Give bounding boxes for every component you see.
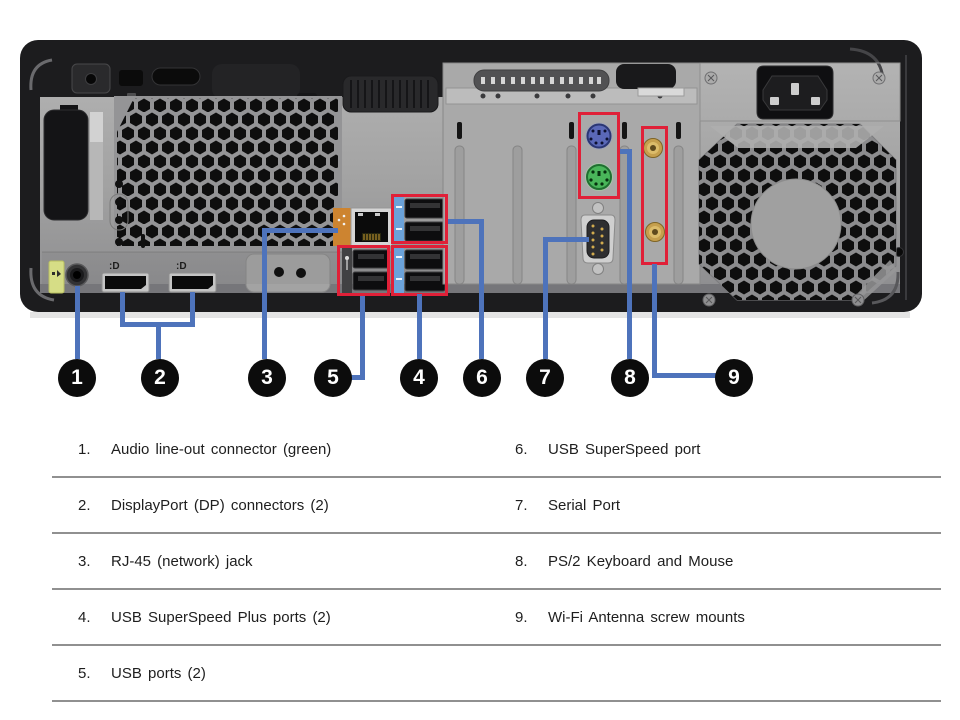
legend-label: DisplayPort (DP) connectors (2) <box>111 496 329 514</box>
callout-line-4 <box>417 294 422 359</box>
usb-black-tab <box>342 248 352 293</box>
legend-label: Wi-Fi Antenna screw mounts <box>548 608 745 626</box>
chassis-screws <box>702 71 886 307</box>
legend-num: 1. <box>78 440 91 458</box>
callout-badge-1: 1 <box>58 359 96 397</box>
security-lock-slot <box>119 70 143 86</box>
legend-table: 1. Audio line-out connector (green) 6. U… <box>52 422 941 702</box>
callout-line-9-h <box>652 373 716 378</box>
fan-grille <box>698 123 897 303</box>
callout-line-3-v <box>262 228 267 359</box>
callout-line-3-h <box>262 228 338 233</box>
callout-line-8-h <box>620 149 632 154</box>
legend-label: USB SuperSpeed Plus ports (2) <box>111 608 331 626</box>
callout-badge-5: 5 <box>314 359 352 397</box>
slot-covers <box>454 122 684 285</box>
ps2-ports <box>585 122 613 191</box>
callout-badge-4: 4 <box>400 359 438 397</box>
callout-badge-2: 2 <box>141 359 179 397</box>
legend-item-serial: 7. Serial Port <box>490 497 941 514</box>
callout-badge-3: 3 <box>248 359 286 397</box>
usb-superspeed-plus-ports <box>394 248 446 293</box>
rj45-label-orange <box>333 208 351 246</box>
legend-item-displayport: 2. DisplayPort (DP) connectors (2) <box>52 497 490 514</box>
legend-label: RJ-45 (network) jack <box>111 552 253 570</box>
callout-line-2-right <box>190 292 195 326</box>
antenna-screw-mounts <box>643 138 665 242</box>
callout-line-5-v <box>360 296 365 380</box>
legend-num: 5. <box>78 664 91 682</box>
callout-line-2-stem <box>156 326 161 359</box>
legend-label: Serial Port <box>548 496 621 514</box>
thumb-latch <box>342 75 439 113</box>
legend-item-audio: 1. Audio line-out connector (green) <box>52 441 490 458</box>
usb-blue-tab <box>394 197 404 243</box>
callout-line-6-h <box>448 219 484 224</box>
legend-label: PS/2 Keyboard and Mouse <box>548 552 734 570</box>
callout-badge-7: 7 <box>526 359 564 397</box>
legend-label: USB SuperSpeed port <box>548 440 701 458</box>
computer-rear-photo: :D :D <box>20 40 922 318</box>
legend-num: 9. <box>515 608 528 626</box>
legend-label: Audio line-out connector (green) <box>111 440 332 458</box>
legend-row: 1. Audio line-out connector (green) 6. U… <box>52 422 941 478</box>
callout-badge-9: 9 <box>715 359 753 397</box>
legend-num: 3. <box>78 552 91 570</box>
highlight-box-antenna <box>641 126 668 265</box>
legend-item-usb-superspeed-plus: 4. USB SuperSpeed Plus ports (2) <box>52 609 490 626</box>
legend-num: 7. <box>515 496 528 514</box>
displayport-2: :D <box>168 261 217 293</box>
handle-bump <box>212 64 300 99</box>
left-foot <box>43 105 103 221</box>
callout-line-8-v <box>627 149 632 359</box>
dp-logo-icon: :D <box>109 261 120 272</box>
displayport-1: :D <box>101 261 150 293</box>
callout-line-7-h <box>543 237 589 242</box>
expansion-slot-cage <box>442 62 701 285</box>
callout-line-6-v <box>479 219 484 359</box>
legend-item-antenna: 9. Wi-Fi Antenna screw mounts <box>490 609 941 626</box>
vent-grille <box>114 96 342 250</box>
top-edge-features <box>71 63 439 113</box>
legend-row: 4. USB SuperSpeed Plus ports (2) 9. Wi-F… <box>52 590 941 646</box>
slot-latch-knob <box>616 64 676 89</box>
usb-ports-black <box>342 248 390 293</box>
legend-row: 2. DisplayPort (DP) connectors (2) 7. Se… <box>52 478 941 534</box>
case-shadow <box>30 312 910 318</box>
legend-num: 2. <box>78 496 91 514</box>
dp-logo-icon: :D <box>176 261 187 272</box>
highlight-box-usb-superspeed <box>391 194 448 244</box>
power-inlet <box>699 62 901 122</box>
audio-label-green <box>48 260 65 294</box>
callout-line-1 <box>75 286 80 359</box>
audio-line-out-jack <box>48 260 89 294</box>
legend-num: 4. <box>78 608 91 626</box>
legend-num: 8. <box>515 552 528 570</box>
serial-port <box>580 202 616 275</box>
legend-num: 6. <box>515 440 528 458</box>
legend-item-usb-superspeed: 6. USB SuperSpeed port <box>490 441 941 458</box>
cable-slot <box>151 67 201 86</box>
highlight-box-usb-superspeed-plus <box>391 245 448 296</box>
highlight-box-ps2 <box>578 112 620 199</box>
usb-superspeed-ports <box>394 197 446 243</box>
callout-line-5-h <box>350 375 365 380</box>
legend-item-rj45: 3. RJ-45 (network) jack <box>52 553 490 570</box>
callout-line-2-left <box>120 292 125 326</box>
legend-item-usb-ports: 5. USB ports (2) <box>52 665 490 682</box>
usb-blue-tab <box>394 248 404 293</box>
highlight-box-usb-ports <box>337 245 390 296</box>
legend-label: USB ports (2) <box>111 664 206 682</box>
callout-badge-8: 8 <box>611 359 649 397</box>
callout-line-7-v <box>543 237 548 359</box>
legend-row: 5. USB ports (2) <box>52 646 941 702</box>
legend-row: 3. RJ-45 (network) jack 8. PS/2 Keyboard… <box>52 534 941 590</box>
callout-line-9-v <box>652 264 657 378</box>
callout-line-2-bridge <box>120 322 195 327</box>
callout-badge-6: 6 <box>463 359 501 397</box>
rj45-jack <box>333 207 393 247</box>
legend-item-ps2: 8. PS/2 Keyboard and Mouse <box>490 553 941 570</box>
